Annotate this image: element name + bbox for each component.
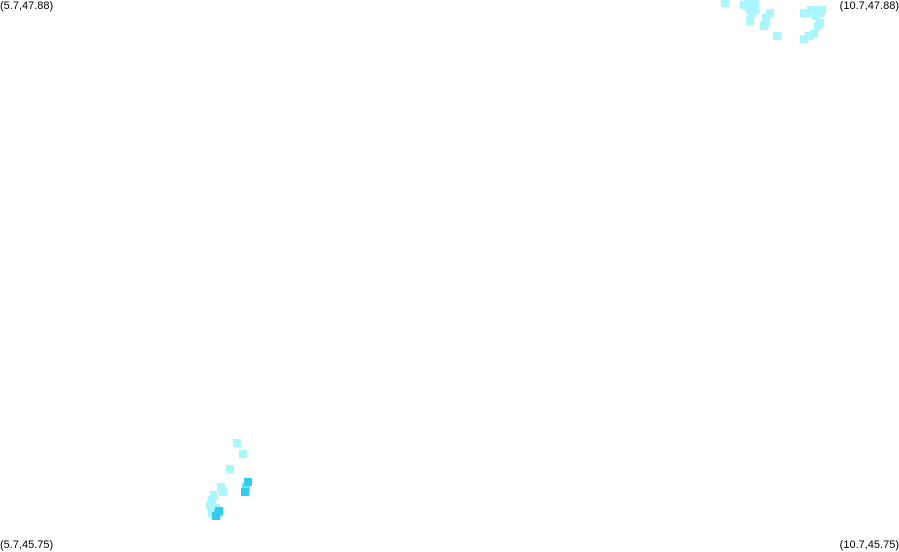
map-cell-42 <box>244 478 252 486</box>
corner-label-bottom-left: (5.7,45.75) <box>0 539 54 551</box>
map-cell-14 <box>773 32 781 40</box>
map-cell-37 <box>239 450 247 458</box>
corner-label-bottom-right: (10.7,45.75) <box>839 539 899 551</box>
map-cell-10 <box>762 14 770 22</box>
map-cell-12 <box>766 9 774 17</box>
map-cell-9 <box>746 17 754 25</box>
map-cell-21 <box>812 12 820 20</box>
map-cell-8 <box>748 9 756 17</box>
map-cell-13 <box>760 22 768 30</box>
map-cell-30 <box>210 491 218 499</box>
map-cell-41 <box>241 488 249 496</box>
corner-label-top-right: (10.7,47.88) <box>839 0 899 12</box>
map-cell-40 <box>242 483 250 491</box>
map-cell-26 <box>800 35 808 43</box>
map-cell-27 <box>226 465 234 473</box>
map-cell-39 <box>212 512 220 520</box>
map-cell-0 <box>721 0 729 7</box>
map-cell-29 <box>219 488 227 496</box>
map-cell-38 <box>215 507 223 515</box>
map-cell-5 <box>751 0 759 7</box>
map-cell-28 <box>217 483 225 491</box>
map-cell-23 <box>814 22 822 30</box>
map-cell-36 <box>233 439 241 447</box>
map-cell-25 <box>805 32 813 40</box>
map-cell-18 <box>810 6 818 14</box>
map-cell-31 <box>208 496 216 504</box>
map-cell-32 <box>206 501 214 509</box>
corner-label-top-left: (5.7,47.88) <box>0 0 54 12</box>
map-cell-20 <box>818 6 826 14</box>
map-cell-24 <box>810 30 818 38</box>
